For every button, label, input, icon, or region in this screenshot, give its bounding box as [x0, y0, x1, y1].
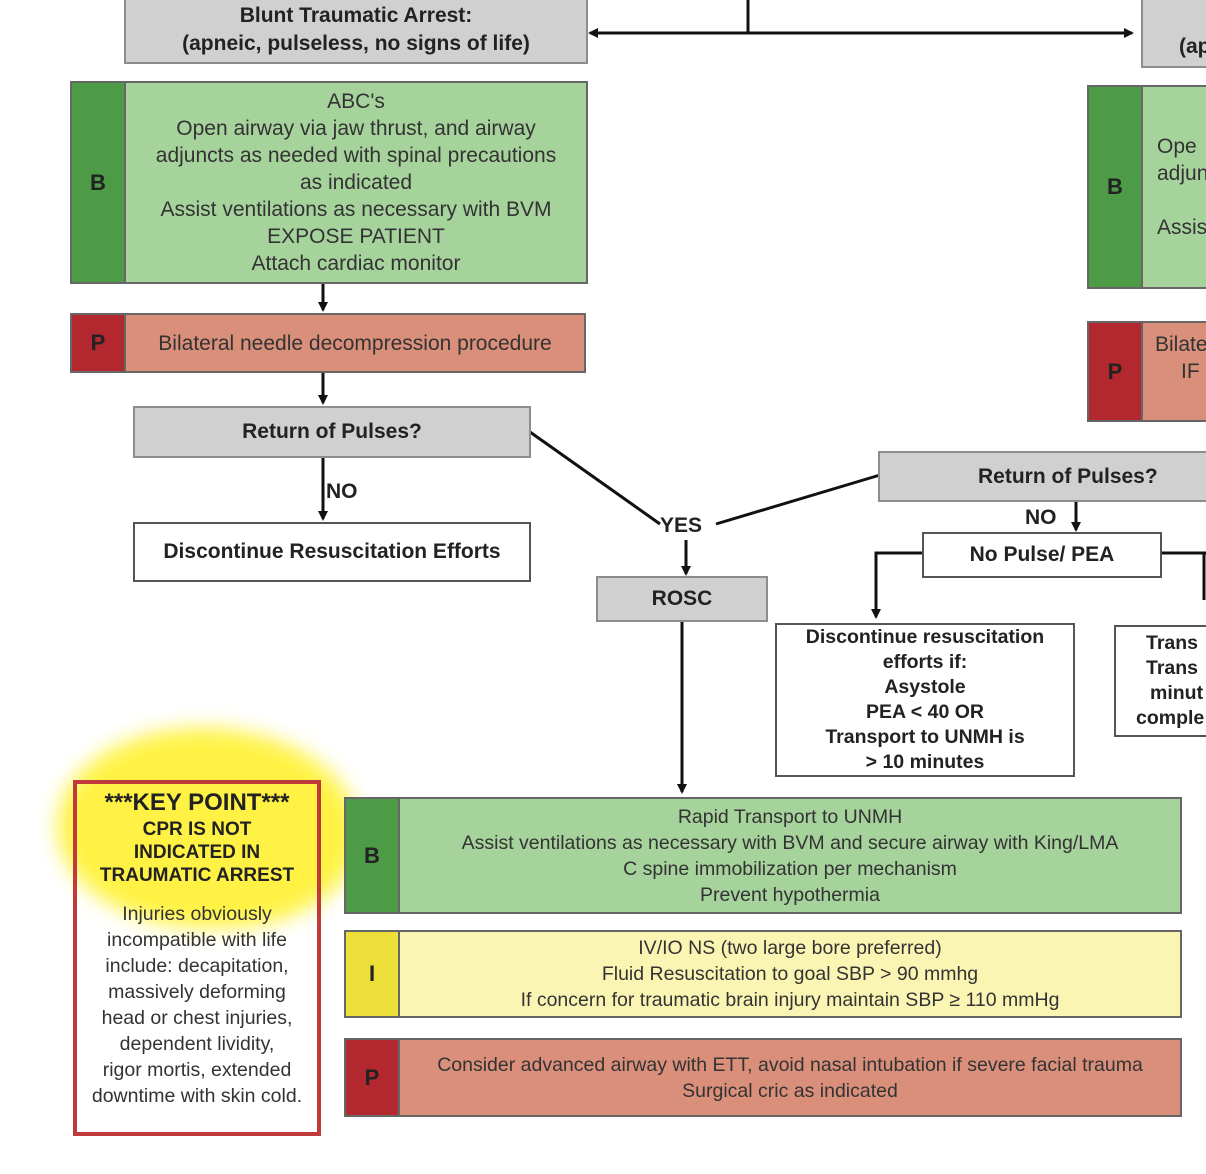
bottom-p-badge: P — [346, 1040, 400, 1115]
key-point-body-line: incompatible with life — [107, 929, 287, 951]
right-b-badge: B — [1089, 87, 1143, 287]
discontinue-line: Discontinue resuscitation — [805, 626, 1045, 648]
key-point-emphasis: CPR IS NOT — [142, 819, 252, 840]
key-point-header: ***KEY POINT*** — [104, 789, 290, 816]
yes-label: YES — [660, 514, 703, 537]
key-point-box — [73, 780, 321, 1136]
key-point-body-line: dependent lividity, — [119, 1033, 275, 1055]
left-discontinue-box: Discontinue Resuscitation Efforts — [133, 522, 531, 582]
right-return-of-pulses-box: Return of Pulses? — [878, 451, 1206, 502]
right-p-line: Bilate — [1155, 333, 1206, 356]
pea-branch-left — [871, 551, 924, 619]
left-b-block: B ABC's Open airway via jaw thrust, and … — [70, 81, 588, 284]
transport-line: Trans — [1146, 632, 1199, 654]
right-no-label: NO — [1025, 506, 1057, 529]
key-point-content: ***KEY POINT*** CPR IS NOT INDICATED IN … — [77, 784, 317, 1132]
right-arrest-text: (ap — [1179, 35, 1206, 58]
right-p-block: P Bilate IF — [1087, 321, 1206, 422]
bottom-p-line: Surgical cric as indicated — [682, 1079, 898, 1102]
b-line: Open airway via jaw thrust, and airway — [176, 117, 536, 140]
left-p-block: P Bilateral needle decompression procedu… — [70, 313, 586, 373]
bottom-b-line: Assist ventilations as necessary with BV… — [461, 831, 1119, 854]
right-arrest-box: (ap — [1141, 0, 1206, 68]
bottom-i-line: IV/IO NS (two large bore preferred) — [638, 937, 942, 959]
right-b-line: adjun — [1157, 162, 1206, 185]
b-line: adjuncts as needed with spinal precautio… — [155, 144, 557, 167]
bottom-i-block: I IV/IO NS (two large bore preferred) Fl… — [344, 930, 1182, 1018]
bottom-p-content: Consider advanced airway with ETT, avoid… — [400, 1040, 1180, 1115]
bottom-b-line: Prevent hypothermia — [700, 883, 880, 906]
discontinue-line: > 10 minutes — [865, 751, 985, 773]
bottom-i-line: If concern for traumatic brain injury ma… — [520, 989, 1060, 1011]
left-return-of-pulses-box: Return of Pulses? — [133, 406, 531, 458]
right-b-line: Ope — [1157, 135, 1197, 158]
transport-line: minut — [1150, 682, 1204, 704]
bottom-i-badge: I — [346, 932, 400, 1016]
right-p-badge: P — [1089, 323, 1143, 420]
key-point-body-line: include: decapitation, — [105, 955, 289, 977]
arrest-subtitle: (apneic, pulseless, no signs of life) — [182, 32, 530, 55]
arrest-title: Blunt Traumatic Arrest: — [239, 4, 473, 27]
right-b-content: Ope adjun Assis — [1143, 87, 1206, 287]
key-point-body-line: Injuries obviously — [122, 903, 272, 925]
bottom-b-badge: B — [346, 799, 400, 912]
b-line: Assist ventilations as necessary with BV… — [160, 198, 552, 221]
yes-line-right — [715, 473, 881, 526]
b-line: EXPOSE PATIENT — [267, 225, 445, 248]
bottom-b-line: C spine immobilization per mechanism — [623, 857, 957, 880]
right-p-line: IF — [1181, 360, 1200, 383]
left-pulse-question: Return of Pulses? — [242, 420, 422, 443]
b-line: as indicated — [299, 171, 413, 194]
discontinue-line: efforts if: — [882, 651, 968, 673]
left-b-content: ABC's Open airway via jaw thrust, and ai… — [126, 83, 586, 282]
bottom-p-block: P Consider advanced airway with ETT, avo… — [344, 1038, 1182, 1117]
blunt-traumatic-arrest-box: Blunt Traumatic Arrest: (apneic, pulsele… — [124, 0, 588, 64]
transport-line: Trans — [1146, 657, 1199, 679]
rosc-text: ROSC — [651, 587, 713, 610]
left-p-content: Bilateral needle decompression procedure — [126, 315, 584, 371]
b-line: ABC's — [327, 90, 385, 113]
bottom-b-line: Rapid Transport to UNMH — [677, 805, 903, 828]
discontinue-line: Transport to UNMH is — [825, 726, 1025, 748]
key-point-body-line: massively deforming — [108, 981, 286, 1003]
left-no-label: NO — [326, 480, 358, 503]
bottom-b-content: Rapid Transport to UNMH Assist ventilati… — [400, 799, 1180, 912]
key-point-highlight — [58, 728, 358, 928]
key-point-body-line: head or chest injuries, — [101, 1007, 293, 1029]
right-discontinue-box: Discontinue resuscitation efforts if: As… — [775, 623, 1075, 777]
bottom-i-content: IV/IO NS (two large bore preferred) Flui… — [400, 932, 1180, 1016]
right-b-block: B Ope adjun Assis — [1087, 85, 1206, 289]
bottom-b-block: B Rapid Transport to UNMH Assist ventila… — [344, 797, 1182, 914]
p-badge: P — [72, 315, 126, 371]
discontinue-line: PEA < 40 OR — [866, 701, 984, 723]
bottom-i-line: Fluid Resuscitation to goal SBP > 90 mmh… — [601, 963, 979, 985]
right-p-content: Bilate IF — [1143, 323, 1206, 420]
yes-line-left — [529, 430, 661, 526]
key-point-emphasis: TRAUMATIC ARREST — [99, 865, 295, 886]
key-point-body-line: downtime with skin cold. — [91, 1085, 303, 1107]
bottom-p-line: Consider advanced airway with ETT, avoid… — [437, 1053, 1143, 1076]
key-point-emphasis: INDICATED IN — [133, 842, 261, 863]
rosc-box: ROSC — [596, 576, 768, 622]
transport-box: Trans Trans minut comple — [1114, 625, 1206, 737]
b-line: Attach cardiac monitor — [251, 252, 461, 275]
right-pulse-question: Return of Pulses? — [978, 464, 1158, 488]
right-b-line: Assis — [1157, 216, 1206, 239]
transport-line: comple — [1136, 707, 1205, 729]
key-point-body-line: rigor mortis, extended — [102, 1059, 292, 1081]
p-text: Bilateral needle decompression procedure — [158, 331, 552, 355]
no-pulse-pea-box: No Pulse/ PEA — [922, 532, 1162, 578]
discontinue-line: Asystole — [884, 676, 966, 698]
left-discontinue-text: Discontinue Resuscitation Efforts — [163, 540, 501, 563]
pea-text: No Pulse/ PEA — [969, 543, 1115, 566]
b-badge: B — [72, 83, 126, 282]
